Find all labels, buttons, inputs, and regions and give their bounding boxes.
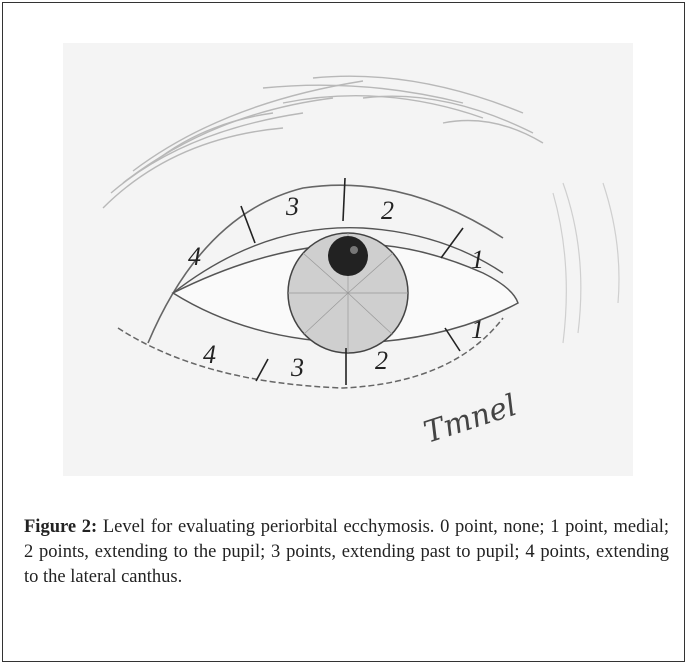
upper-lid-level-2: 2 [381, 196, 394, 225]
temple-shading [553, 183, 619, 343]
lower-lid-level-3: 3 [290, 353, 304, 382]
upper-lid-level-4: 4 [188, 242, 201, 271]
upper-lid-level-3: 3 [285, 192, 299, 221]
eye-drawing: 4 3 2 1 4 3 2 1 Tmnel [63, 43, 633, 476]
pupil [328, 236, 368, 276]
upper-lid-level-1: 1 [471, 245, 484, 274]
caption-label: Figure 2: [24, 517, 97, 537]
figure-caption: Figure 2: Level for evaluating periorbit… [24, 515, 669, 590]
lower-lid-level-2: 2 [375, 346, 388, 375]
eye-sketch-svg: 4 3 2 1 4 3 2 1 Tmnel [63, 43, 633, 476]
lower-lid-level-4: 4 [203, 340, 216, 369]
caption-text: Level for evaluating periorbital ecchymo… [24, 517, 669, 587]
lower-lid-level-1: 1 [471, 315, 484, 344]
pupil-highlight [350, 246, 358, 254]
artist-signature: Tmnel [420, 388, 521, 451]
eyebrow [103, 76, 543, 208]
